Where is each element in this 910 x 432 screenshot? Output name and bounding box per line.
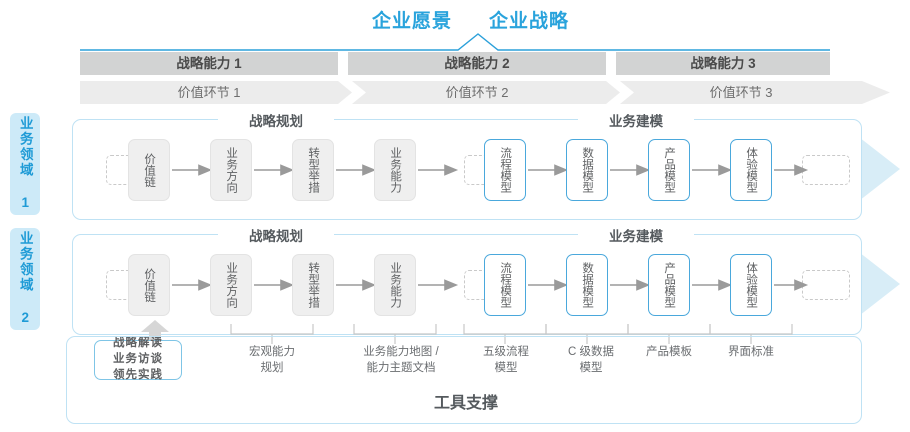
value-link-label-3: 价值环节 3 [709, 85, 773, 100]
row-1-section-planning-caption: 战略规划 [218, 110, 334, 130]
row-2-section-modeling-caption: 业务建模 [578, 225, 694, 245]
row-1-node-transformation-measures[interactable]: 转型举措 [292, 139, 334, 201]
domain-tab-2-label: 业务领域 2 [17, 231, 33, 327]
node-label: 产品模型 [663, 147, 676, 193]
bottom-label-macro-capability-plan: 宏观能力 规划 [249, 346, 295, 374]
sidebar-domain-tab-1[interactable]: 业务领域 1 [10, 113, 40, 215]
node-label: 转型举措 [307, 147, 320, 193]
row-2-node-value-chain[interactable]: 价值链 [128, 254, 170, 316]
domain-tab-1-label: 业务领域 1 [17, 116, 33, 212]
tool-support-title: 工具支撑 [433, 395, 498, 412]
node-label: 业务方向 [225, 147, 238, 193]
bottom-label-five-level-process-model: 五级流程 模型 [483, 346, 529, 374]
node-label: 业务方向 [225, 262, 238, 308]
row-1-placeholder-right [802, 155, 850, 185]
business-domain-row-2: 价值链 业务方向 转型举措 业务能力 流程模型 数据模型 产品模型 体验模型 战… [66, 225, 910, 337]
row-2-node-transformation-measures[interactable]: 转型举措 [292, 254, 334, 316]
row-1-node-value-chain[interactable]: 价值链 [128, 139, 170, 201]
row-2-node-product-model[interactable]: 产品模型 [648, 254, 690, 316]
tool-box-strategy-interpretation[interactable]: 战略解读 业务访谈 领先实践 [94, 337, 182, 381]
node-label: 转型举措 [307, 262, 320, 308]
tool-support-frame [66, 336, 862, 424]
bottom-label-c-level-data-model: C 级数据 模型 [568, 346, 614, 374]
row-1-node-data-model[interactable]: 数据模型 [566, 139, 608, 201]
bottom-label-interface-standard: 界面标准 [728, 346, 774, 358]
row-1-node-product-model[interactable]: 产品模型 [648, 139, 690, 201]
row-1-section-modeling-caption: 业务建模 [578, 110, 694, 130]
row-2-section-planning-caption: 战略规划 [218, 225, 334, 245]
enterprise-strategy-title: 企业战略 [489, 11, 570, 32]
row-2-node-business-capability[interactable]: 业务能力 [374, 254, 416, 316]
node-label: 价值链 [143, 267, 156, 303]
node-label: 体验模型 [745, 262, 758, 308]
bottom-label-product-template: 产品模板 [646, 346, 692, 358]
value-link-band: 价值环节 1 价值环节 2 价值环节 3 [80, 81, 890, 104]
row-1-node-business-direction[interactable]: 业务方向 [210, 139, 252, 201]
row-2-node-data-model[interactable]: 数据模型 [566, 254, 608, 316]
capability-bar-2: 战略能力 2 [348, 52, 606, 75]
node-label: 数据模型 [581, 262, 594, 308]
row-1-node-experience-model[interactable]: 体验模型 [730, 139, 772, 201]
node-label: 业务能力 [389, 147, 402, 193]
row-2-node-business-direction[interactable]: 业务方向 [210, 254, 252, 316]
node-label: 流程模型 [499, 262, 512, 308]
bottom-bracket-group [141, 320, 793, 344]
row-2-node-process-model[interactable]: 流程模型 [484, 254, 526, 316]
bottom-label-capability-map-doc: 业务能力地图 / 能力主题文档 [363, 346, 439, 374]
business-domain-row-1: 价值链 业务方向 转型举措 业务能力 流程模型 数据模型 产品模型 体验模型 战… [66, 110, 910, 222]
value-link-label-1: 价值环节 1 [177, 85, 241, 100]
node-label: 产品模型 [663, 262, 676, 308]
row-1-node-process-model[interactable]: 流程模型 [484, 139, 526, 201]
node-label: 流程模型 [499, 147, 512, 193]
value-link-label-2: 价值环节 2 [445, 85, 509, 100]
node-label: 体验模型 [745, 147, 758, 193]
vision-strategy-connector-line [80, 33, 830, 51]
row-2-placeholder-right [802, 270, 850, 300]
capability-bar-3: 战略能力 3 [616, 52, 830, 75]
row-2-node-experience-model[interactable]: 体验模型 [730, 254, 772, 316]
sidebar-domain-tab-2[interactable]: 业务领域 2 [10, 228, 40, 330]
enterprise-vision-title: 企业愿景 [372, 11, 453, 32]
capability-bar-1: 战略能力 1 [80, 52, 338, 75]
node-label: 数据模型 [581, 147, 594, 193]
row-1-node-business-capability[interactable]: 业务能力 [374, 139, 416, 201]
node-label: 价值链 [143, 152, 156, 188]
node-label: 业务能力 [389, 262, 402, 308]
